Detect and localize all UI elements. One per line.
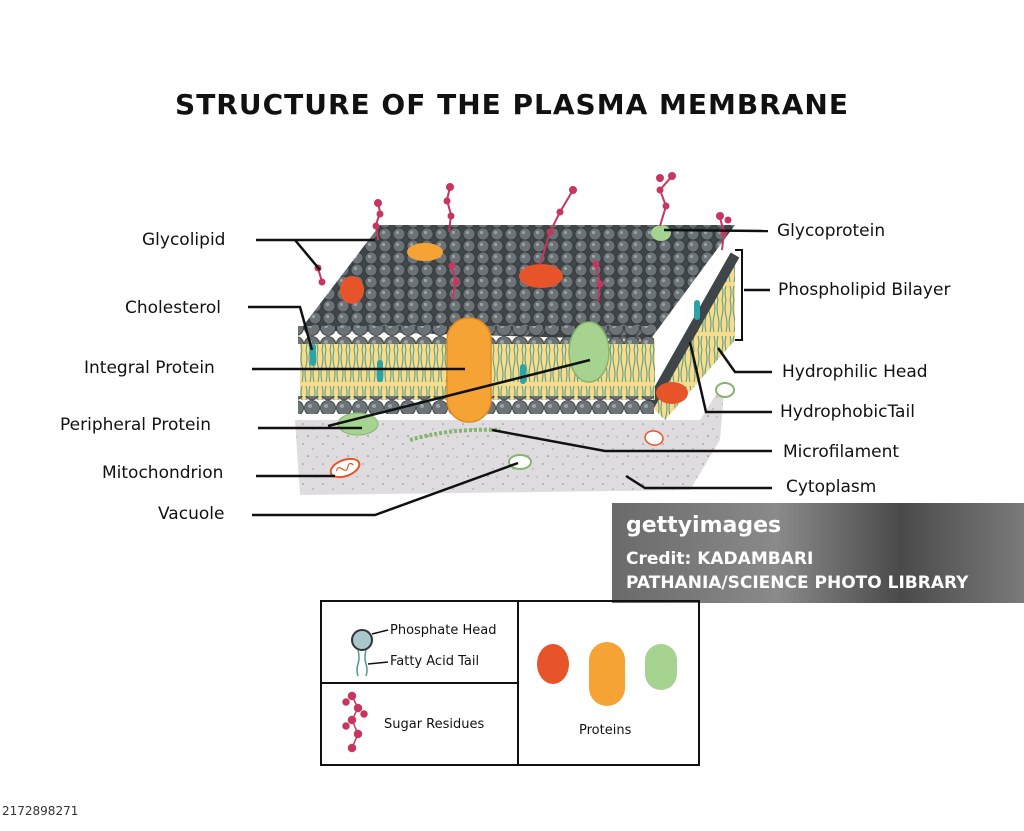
bilayer-top-surface	[298, 225, 735, 344]
sugar-residues-icon	[342, 691, 368, 753]
watermark-credit-line2: PATHANIA/SCIENCE PHOTO LIBRARY	[626, 573, 969, 593]
mitochondrion-2	[644, 430, 664, 446]
line-cytoplasm	[625, 474, 772, 490]
integral-proteins	[446, 317, 610, 423]
line-hydrophobic	[688, 341, 772, 414]
mitochondrion	[329, 457, 361, 479]
line-hydrophilic	[716, 347, 772, 374]
cytoplasm-region	[295, 380, 725, 495]
glycoprotein-base	[651, 225, 671, 241]
legend-phosphate-head: Phosphate Head	[390, 623, 497, 638]
legend-cell-proteins: Proteins	[519, 602, 700, 766]
peripheral-protein	[337, 382, 688, 436]
cholesterol-molecules	[310, 300, 700, 384]
label-phospholipid-bilayer: Phospholipid Bilayer	[778, 280, 951, 300]
red-protein-under	[656, 382, 688, 404]
leader-lines	[248, 228, 772, 517]
line-peripheral-b	[327, 358, 591, 428]
microfilament	[409, 427, 501, 442]
diagram-title: STRUCTURE OF THE PLASMA MEMBRANE	[175, 88, 849, 121]
phosphate-head-icon	[351, 629, 389, 677]
watermark-credit-line1: Credit: KADAMBARI	[626, 549, 814, 569]
legend-sugar-residues: Sugar Residues	[384, 717, 485, 732]
red-protein-small	[340, 276, 364, 304]
watermark-banner: gettyimages Credit: KADAMBARI PATHANIA/S…	[612, 503, 1024, 603]
line-cholesterol	[248, 305, 314, 351]
organelles	[329, 382, 735, 479]
label-integral-protein: Integral Protein	[84, 358, 215, 378]
label-cholesterol: Cholesterol	[125, 298, 221, 318]
bilayer-bracket	[735, 249, 743, 341]
legend-proteins: Proteins	[579, 723, 632, 738]
label-hydrophobic-tail: HydrophobicTail	[780, 402, 915, 422]
label-vacuole: Vacuole	[158, 504, 225, 524]
label-peripheral-protein: Peripheral Protein	[60, 415, 211, 435]
proteins-icon	[537, 642, 677, 706]
line-glycoprotein	[663, 228, 769, 233]
label-microfilament: Microfilament	[783, 442, 900, 462]
line-microfilament	[491, 428, 772, 453]
label-glycolipid: Glycolipid	[142, 230, 226, 250]
surface-proteins	[340, 225, 671, 304]
line-vacuole	[252, 461, 519, 517]
label-cytoplasm: Cytoplasm	[786, 477, 877, 497]
integral-protein-green	[568, 321, 610, 383]
label-hydrophilic-head: Hydrophilic Head	[782, 362, 928, 382]
legend-cell-sugar: Sugar Residues	[322, 684, 519, 766]
legend-box: Phosphate Head Fatty Acid Tail Sugar Res…	[320, 600, 700, 766]
bilayer-side-face	[645, 252, 740, 420]
legend-cell-phospholipid: Phosphate Head Fatty Acid Tail	[322, 602, 519, 684]
label-mitochondrion: Mitochondrion	[102, 463, 224, 483]
vacuole	[508, 454, 532, 470]
label-glycoprotein: Glycoprotein	[777, 221, 886, 241]
red-protein-top	[519, 264, 563, 288]
image-id: 2172898271	[0, 801, 94, 831]
vacuole-2	[715, 382, 735, 398]
orange-protein-top	[407, 243, 443, 261]
watermark-brand: gettyimages	[626, 513, 782, 538]
legend-fatty-acid-tail: Fatty Acid Tail	[390, 654, 480, 669]
line-glycolipid-b	[294, 239, 321, 271]
